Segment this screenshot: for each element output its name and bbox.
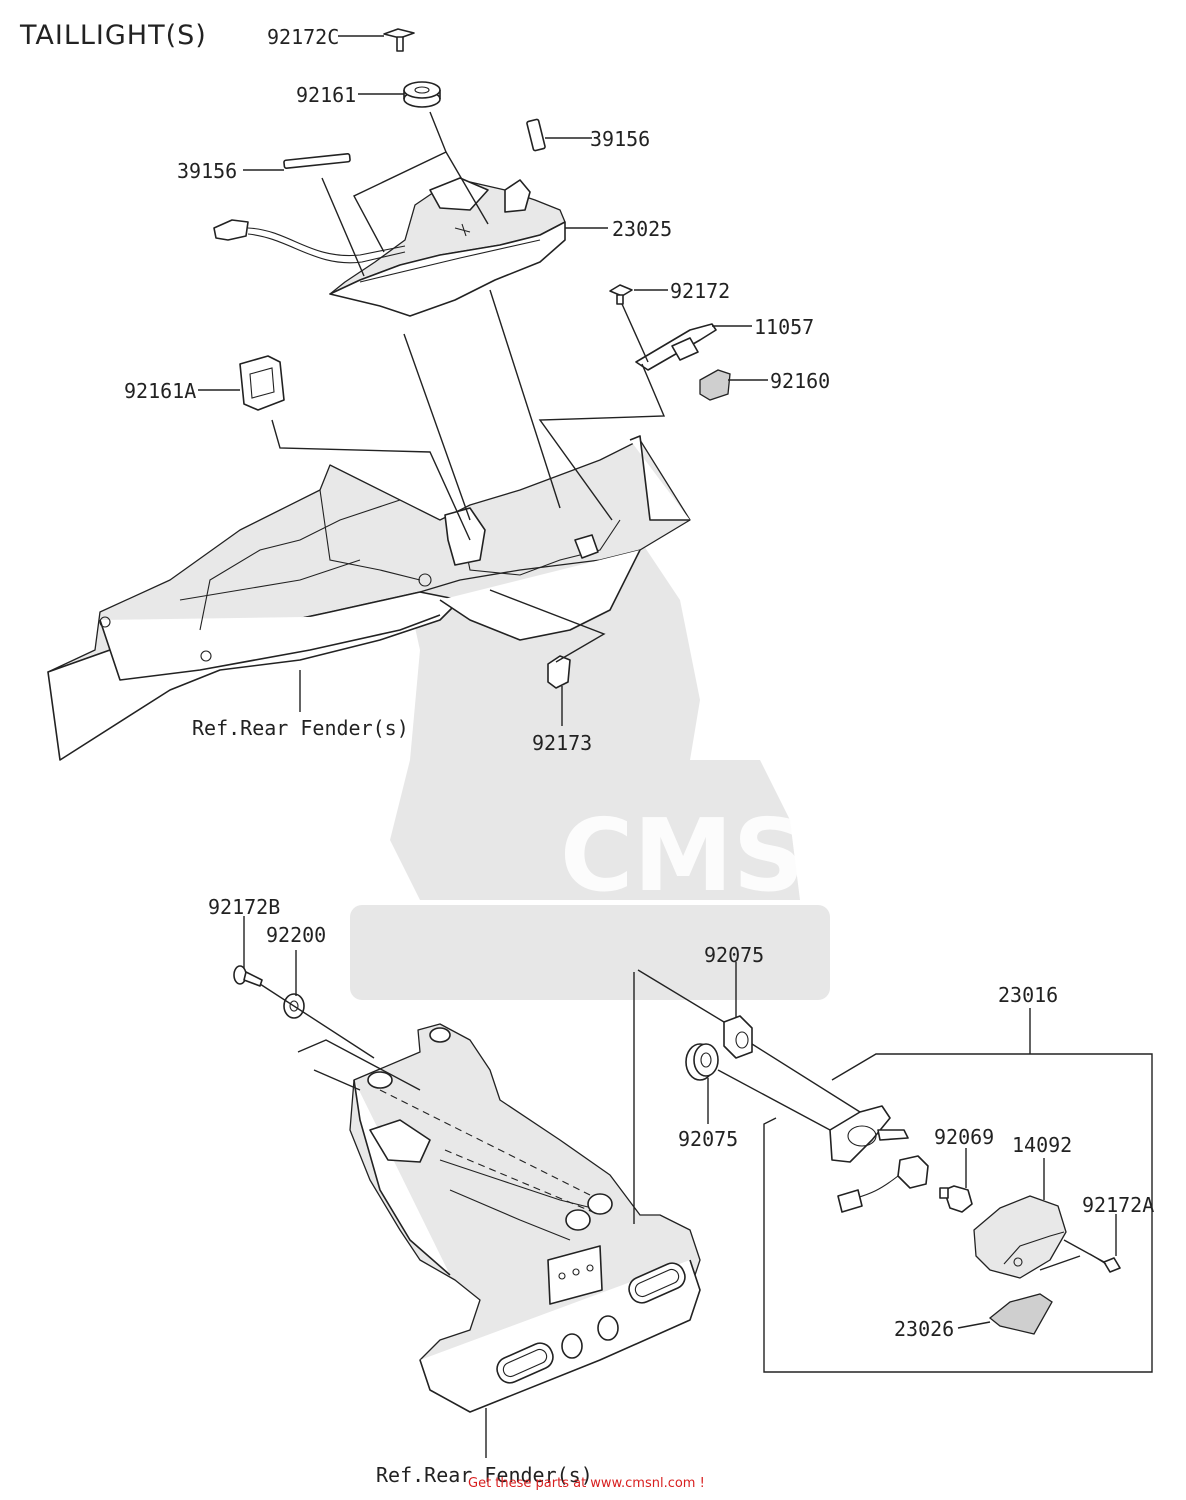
callout-39156-right: 39156: [590, 127, 650, 151]
callout-92200: 92200: [266, 923, 326, 947]
part-clip-92173[interactable]: [547, 655, 571, 689]
callout-ref-rear-fender-bottom: Ref.Rear Fender(s): [376, 1463, 593, 1487]
callout-23016: 23016: [998, 983, 1058, 1007]
callout-14092: 14092: [1012, 1133, 1072, 1157]
part-strip-39156-right[interactable]: [526, 118, 546, 152]
callout-92075-upper: 92075: [704, 943, 764, 967]
part-grommet-92161[interactable]: [403, 81, 441, 108]
part-reflector-23026[interactable]: [988, 1293, 1053, 1335]
bottom-leader-lines: [243, 916, 1117, 1458]
part-screw-92172[interactable]: [609, 284, 633, 305]
part-socket-assembly: [829, 1105, 929, 1213]
part-strip-39156-left[interactable]: [283, 152, 351, 170]
part-lens-14092[interactable]: [973, 1195, 1067, 1279]
top-leader-lines: [198, 35, 768, 726]
part-damper-92161a[interactable]: [239, 355, 285, 411]
callout-92161a: 92161A: [124, 379, 196, 403]
callout-92069: 92069: [934, 1125, 994, 1149]
callout-23026: 23026: [894, 1317, 954, 1341]
callout-92172b: 92172B: [208, 895, 280, 919]
callout-92075-lower: 92075: [678, 1127, 738, 1151]
callout-23025: 23025: [612, 217, 672, 241]
part-grommet-92075-upper[interactable]: [723, 1015, 753, 1059]
part-screw-92172c[interactable]: [383, 28, 415, 52]
callout-ref-rear-fender-top: Ref.Rear Fender(s): [192, 716, 409, 740]
callout-92173: 92173: [532, 731, 592, 755]
part-pad-92160[interactable]: [699, 369, 731, 401]
part-taillight-23025[interactable]: [213, 177, 566, 317]
part-rear-fender-top: [47, 435, 691, 761]
group-frame-23016: [763, 1008, 1153, 1373]
callout-11057: 11057: [754, 315, 814, 339]
part-bulb-92069[interactable]: [939, 1185, 973, 1213]
callout-92172a: 92172A: [1082, 1193, 1154, 1217]
page-title: TAILLIGHT(S): [20, 20, 207, 51]
callout-92160: 92160: [770, 369, 830, 393]
part-screw-92172b[interactable]: [233, 965, 263, 987]
part-license-bracket: [349, 1023, 701, 1413]
callout-92161: 92161: [296, 83, 356, 107]
callout-92172: 92172: [670, 279, 730, 303]
callout-92172c: 92172C: [267, 25, 339, 49]
watermark-logo: CMS: [350, 540, 830, 1000]
part-grommet-92075-lower[interactable]: [685, 1043, 719, 1081]
footer-link[interactable]: Get these parts at www.cmsnl.com !: [468, 1476, 705, 1491]
callout-39156-left: 39156: [177, 159, 237, 183]
watermark-text: CMS: [560, 797, 805, 914]
part-bracket-11057[interactable]: [635, 323, 717, 371]
